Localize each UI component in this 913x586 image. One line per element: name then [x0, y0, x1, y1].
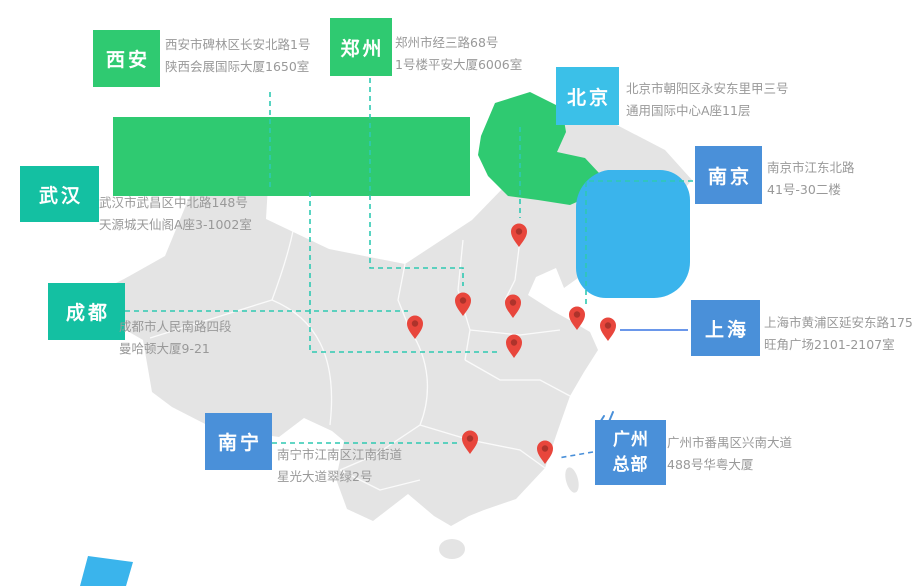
address-chengdu: 成都市人民南路四段 曼哈顿大厦9-21 — [119, 316, 232, 360]
address-line: 北京市朝阳区永安东里甲三号 — [626, 81, 789, 96]
address-line: 488号华粤大厦 — [667, 457, 754, 472]
address-line: 通用国际中心A座11层 — [626, 103, 751, 118]
city-label-nanning[interactable]: 南宁 — [205, 413, 272, 470]
city-label-guangzhou-hq[interactable]: 广州总部 — [595, 420, 666, 485]
connector-lines — [125, 78, 693, 444]
address-line: 南宁市江南区江南街道 — [277, 447, 403, 462]
city-label-chengdu[interactable]: 成都 — [48, 283, 125, 340]
address-nanjing: 南京市江东北路 41号-30二楼 — [767, 157, 855, 201]
address-nanning: 南宁市江南区江南街道 星光大道翠绿2号 — [277, 444, 402, 488]
address-guangzhou-hq: 广州市番禺区兴南大道 488号华粤大厦 — [667, 432, 792, 476]
address-line: 曼哈顿大厦9-21 — [119, 341, 210, 356]
address-beijing: 北京市朝阳区永安东里甲三号 通用国际中心A座11层 — [626, 78, 789, 122]
address-line: 南京市江东北路 — [767, 160, 855, 175]
city-label-nanjing[interactable]: 南京 — [695, 146, 762, 204]
address-wuhan: 武汉市武昌区中北路148号 天源城天仙阁A座3-1002室 — [99, 192, 252, 236]
region-northeast-green — [478, 92, 599, 205]
address-line: 41号-30二楼 — [767, 182, 841, 197]
address-line: 1号楼平安大厦6006室 — [395, 57, 523, 72]
city-label-wuhan[interactable]: 武汉 — [20, 166, 99, 222]
connector-guangzhou-line — [557, 451, 594, 459]
address-line: 西安市碑林区长安北路1号 — [165, 37, 311, 52]
city-label-shanghai[interactable]: 上海 — [691, 300, 760, 356]
region-east-blue — [575, 170, 690, 298]
address-line: 天源城天仙阁A座3-1002室 — [99, 217, 252, 232]
address-line: 广州市番禺区兴南大道 — [667, 435, 793, 450]
connector-nanjing-line — [585, 180, 693, 308]
decor-bottom-left-blue — [80, 556, 133, 586]
address-line: 陕西会展国际大厦1650室 — [165, 59, 310, 74]
address-line: 星光大道翠绿2号 — [277, 469, 373, 484]
address-zhengzhou: 郑州市经三路68号 1号楼平安大厦6006室 — [395, 32, 522, 76]
city-label-beijing[interactable]: 北京 — [556, 67, 619, 125]
address-line: 成都市人民南路四段 — [119, 319, 232, 334]
address-xian: 西安市碑林区长安北路1号 陕西会展国际大厦1650室 — [165, 34, 310, 78]
city-label-xian[interactable]: 西安 — [93, 30, 160, 87]
address-line: 上海市黄浦区延安东路175号 — [764, 315, 913, 330]
taiwan-island — [565, 467, 579, 493]
address-shanghai: 上海市黄浦区延安东路175号 旺角广场2101-2107室 — [764, 312, 913, 356]
address-line: 郑州市经三路68号 — [395, 35, 499, 50]
hainan-island — [439, 539, 465, 559]
connector-zhengzhou-line — [369, 78, 464, 286]
address-line: 武汉市武昌区中北路148号 — [99, 195, 248, 210]
location-pin-shanghai[interactable] — [600, 317, 616, 342]
city-label-zhengzhou[interactable]: 郑州 — [330, 18, 392, 76]
address-line: 旺角广场2101-2107室 — [764, 337, 895, 352]
region-north-green — [113, 117, 470, 196]
